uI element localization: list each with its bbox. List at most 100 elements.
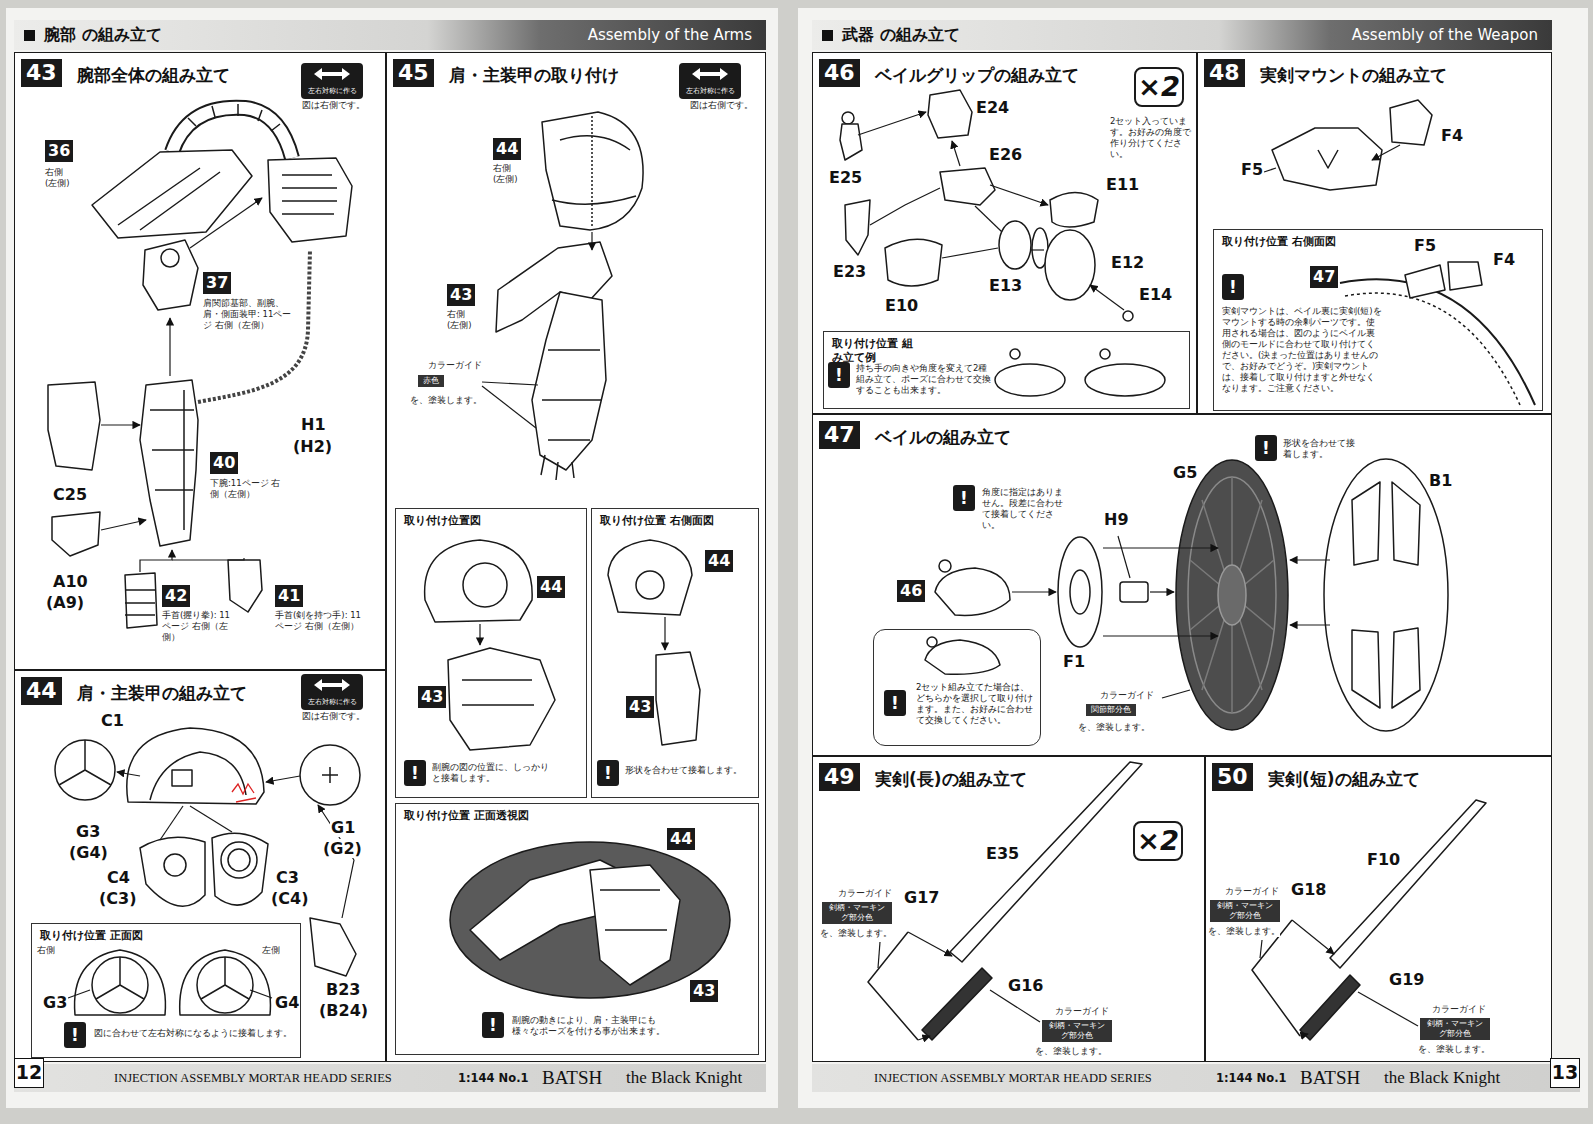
part-label: E13 <box>988 276 1023 295</box>
note-text: 左側 <box>262 945 280 956</box>
note-text: を、塗装します。 <box>1078 722 1150 733</box>
part-label: E12 <box>1110 253 1145 272</box>
note-text: 実剣マウントは、ベイル裏に実剣(短)をマウントする時の余剰パーツです。使用される… <box>1222 306 1382 394</box>
mount-illustration <box>552 136 636 204</box>
note-text: カラーガイド <box>838 888 892 899</box>
grip-illustration <box>1010 349 1020 359</box>
sword-illustration <box>1252 920 1300 1036</box>
step-title: 腕部全体の組み立て <box>77 64 230 87</box>
color-tag: 剣柄・マーキング部分色 <box>1210 900 1280 922</box>
note-text: カラーガイド <box>1225 886 1279 897</box>
step-number: 44 <box>21 677 62 705</box>
shoulder-illustration <box>75 950 166 1015</box>
note-text: を、塗装します。 <box>1208 926 1280 937</box>
callout-number: 37 <box>203 272 231 294</box>
mount-illustration <box>425 540 533 622</box>
sword-illustration <box>868 762 1486 1040</box>
part-label: E25 <box>828 168 863 187</box>
assembly-arrow <box>1031 249 1044 250</box>
shoulder-illustration <box>59 740 111 785</box>
note-text: 右側 (左側) <box>447 309 479 331</box>
assembly-arrow <box>878 942 880 968</box>
part-label: E23 <box>832 262 867 281</box>
note-text: 右側 (左側) <box>493 163 525 185</box>
part-label: E14 <box>1138 285 1173 304</box>
assembly-arrow <box>190 198 262 248</box>
assembly-arrow <box>664 617 665 650</box>
grip-illustration <box>1045 230 1095 300</box>
callout-number: 44 <box>537 576 565 598</box>
scale-number: 1:144 No.1 <box>1216 1071 1287 1085</box>
bullet-square <box>24 30 35 41</box>
kit-name: BATSH <box>1300 1067 1360 1089</box>
header-band <box>812 20 1552 50</box>
note-text: 右側 <box>37 945 55 956</box>
shoulder-illustration <box>172 770 192 786</box>
note-text: を、塗装します。 <box>820 928 892 939</box>
shoulder-illustration <box>201 957 249 999</box>
grip-illustration <box>840 90 1535 405</box>
kit-name: BATSH <box>542 1067 602 1089</box>
assembly-arrow <box>858 112 926 135</box>
header-band <box>14 20 1552 50</box>
shoulder-illustration <box>92 957 148 1013</box>
arm-illustration <box>268 158 352 242</box>
color-tag: 剣柄・マーキング部分色 <box>1042 1020 1112 1042</box>
arm-illustration <box>228 560 262 612</box>
page-number: 12 <box>14 1058 44 1088</box>
arm-illustration <box>92 150 252 238</box>
caution-icon: ! <box>64 1022 86 1048</box>
callout-number: 44 <box>493 138 521 160</box>
assembly-arrow <box>870 188 940 225</box>
bail-illustration <box>939 560 951 572</box>
step-number: 45 <box>393 59 434 87</box>
step-number: 50 <box>1212 763 1253 791</box>
symmetry-arrow <box>692 68 728 80</box>
assembly-arrow <box>1260 940 1262 958</box>
note-text: を、塗装します。 <box>1035 1046 1107 1057</box>
badge-text: 左右対称に作る <box>301 698 363 707</box>
part-label: F4 <box>1440 126 1464 145</box>
arm-illustration <box>188 104 280 131</box>
color-tag: 関節部分色 <box>1086 704 1136 716</box>
footer-band <box>812 1064 1580 1092</box>
grip-illustration <box>1085 364 1165 396</box>
assembly-arrow <box>479 624 480 645</box>
step-number: 43 <box>21 59 62 87</box>
caution-icon: ! <box>404 760 426 786</box>
mount-illustration <box>448 648 555 750</box>
page-ground <box>6 8 778 1108</box>
part-label: H9 <box>1103 510 1130 529</box>
panel-ground <box>14 670 386 1062</box>
note-text: 図は右側です。 <box>302 711 365 722</box>
note-text: 図に合わせて左右対称になるように接着します。 <box>94 1028 294 1039</box>
assembly-arrow <box>68 772 354 998</box>
part-label: E24 <box>975 98 1010 117</box>
callout-number: 44 <box>705 550 733 572</box>
shoulder-illustration <box>322 767 338 783</box>
mount-illustration <box>591 116 593 228</box>
assembly-arrow <box>908 932 952 956</box>
assembly-arrow <box>878 920 1418 1040</box>
part-label: G3 <box>75 822 101 841</box>
grip-illustration <box>840 124 862 160</box>
symmetry-arrow <box>690 66 730 82</box>
pencil-mark <box>232 784 256 802</box>
note-text: 2セット入っています。お好みの角度で作り分けてください。 <box>1110 116 1196 160</box>
note-text: カラーガイド <box>1100 690 1154 701</box>
inset-title: 取り付け位置 右側面図 <box>1222 235 1336 249</box>
assembly-arrow <box>942 248 998 258</box>
grip-illustration <box>999 221 1031 269</box>
caution-icon: ! <box>828 362 850 388</box>
grip-illustration <box>995 364 1065 396</box>
caution-icon: ! <box>1222 274 1244 300</box>
series-name: INJECTION ASSEMBLY MORTAR HEADD SERIES <box>874 1071 1152 1086</box>
assembly-arrow <box>1103 547 1218 548</box>
bail-illustration <box>1188 477 1276 713</box>
section-subtitle: Assembly of the Weapon <box>1352 26 1538 44</box>
part-label: E35 <box>985 844 1020 863</box>
part-label: F10 <box>1366 850 1401 869</box>
assembly-arrow <box>172 558 244 560</box>
